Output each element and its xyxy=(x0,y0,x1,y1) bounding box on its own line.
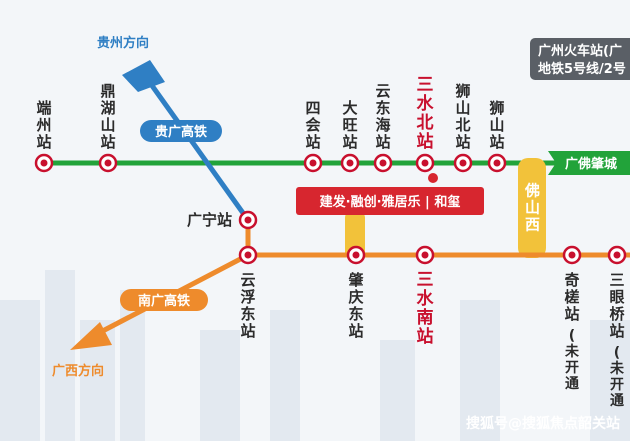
station-marker-top-6 xyxy=(453,153,473,173)
station-marker-top-3 xyxy=(340,153,360,173)
station-top-2: 四会站 xyxy=(305,99,320,151)
station-top-7: 狮山站 xyxy=(488,99,504,151)
guizhou-direction: 贵州方向 xyxy=(97,35,149,51)
nanguang-badge: 南广高铁 xyxy=(120,289,208,311)
svg-text:地铁5号线/2号: 地铁5号线/2号 xyxy=(538,61,626,77)
station-note-3: 未开通 xyxy=(565,343,580,392)
station-marker-top-0 xyxy=(34,153,54,173)
station-bottom-2: 三水南站 xyxy=(417,270,435,347)
station-bottom-1: 肇庆东站 xyxy=(347,271,364,340)
foshanxi-label: 佛山西 xyxy=(523,182,541,234)
guiguang-badge: 贵广高铁 xyxy=(140,120,222,142)
station-marker-guangning xyxy=(238,210,258,230)
station-bottom-4: 三眼桥站 xyxy=(609,271,625,340)
station-note-4: 未开通 xyxy=(610,360,625,409)
station-marker-top-2 xyxy=(303,153,323,173)
guizhou-arrow xyxy=(122,60,165,92)
station-top-0: 端州站 xyxy=(35,99,51,151)
svg-text:贵广高铁: 贵广高铁 xyxy=(155,124,207,140)
station-top-4: 云东海站 xyxy=(375,82,390,151)
station-top-5: 三水北站 xyxy=(417,75,435,152)
station-top-1: 鼎湖山站 xyxy=(100,82,115,151)
guangxi-direction: 广西方向 xyxy=(52,363,104,379)
guangning-label: 广宁站 xyxy=(187,211,232,229)
watermark: 搜狐号@搜狐焦点韶关站 xyxy=(466,415,620,432)
station-bottom-0: 云浮东站 xyxy=(240,271,255,340)
station-marker-bottom-4 xyxy=(607,245,627,265)
svg-text:建发·融创·雅居乐 | 和玺: 建发·融创·雅居乐 | 和玺 xyxy=(320,194,461,210)
station-note-open-4: ( xyxy=(614,345,620,361)
property-banner: 建发·融创·雅居乐 | 和玺 xyxy=(296,187,484,215)
station-marker-top-7 xyxy=(487,153,507,173)
svg-text:广佛肇城: 广佛肇城 xyxy=(565,156,617,172)
svg-text:广州火车站(广: 广州火车站(广 xyxy=(538,43,622,59)
station-marker-bottom-0 xyxy=(238,245,258,265)
guangxi-arrow xyxy=(70,322,112,350)
station-note-open-3: ( xyxy=(569,328,575,344)
station-marker-bottom-2 xyxy=(415,245,435,265)
foshanxi-bar xyxy=(518,158,546,258)
skyline-background xyxy=(0,270,630,441)
property-marker xyxy=(428,173,438,183)
guangfo-badge: 广佛肇城 xyxy=(548,151,630,175)
station-marker-bottom-1 xyxy=(346,245,366,265)
svg-text:南广高铁: 南广高铁 xyxy=(138,293,190,309)
station-marker-top-5 xyxy=(415,153,435,173)
station-bottom-3: 奇槎站 xyxy=(564,271,579,323)
station-top-3: 大旺站 xyxy=(342,99,357,151)
station-markers xyxy=(34,153,627,265)
station-marker-top-4 xyxy=(373,153,393,173)
corner-info-box: 广州火车站(广 地铁5号线/2号 xyxy=(530,38,630,80)
top-stations: 端州站 鼎湖山站 四会站 大旺站 云东海站 三水北站 狮山北站 狮山站 xyxy=(35,75,504,152)
station-top-6: 狮山北站 xyxy=(454,82,470,151)
station-marker-bottom-3 xyxy=(562,245,582,265)
station-marker-top-1 xyxy=(98,153,118,173)
guiguang-line xyxy=(145,78,251,222)
